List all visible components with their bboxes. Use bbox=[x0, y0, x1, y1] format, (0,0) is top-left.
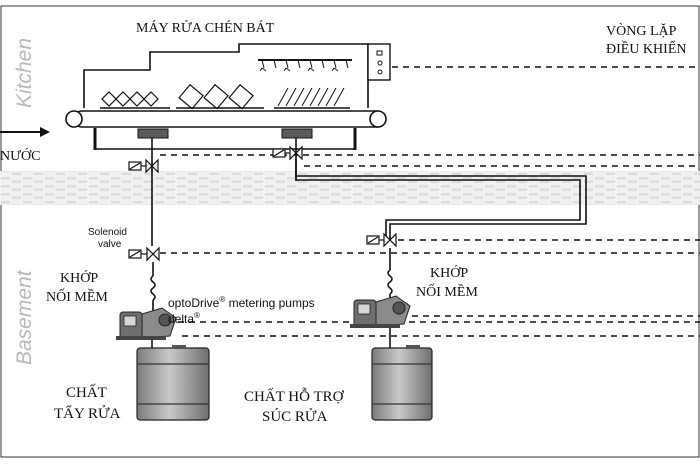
solenoid-valve-kitchen-right bbox=[272, 145, 303, 161]
pumps-label-reg2: ® bbox=[194, 311, 200, 320]
pumps-label-brand: optoDrive bbox=[168, 296, 220, 310]
pumps-label-rest: metering pumps bbox=[225, 296, 314, 310]
flex-hose-right bbox=[387, 269, 393, 295]
dish-rack-left bbox=[100, 91, 170, 109]
metering-pump-right bbox=[350, 295, 411, 328]
wash-tank-right bbox=[281, 128, 313, 139]
dishwasher-machine bbox=[0, 43, 391, 150]
hose-right-label-line1: KHỚP bbox=[430, 264, 468, 281]
wash-tank-left bbox=[137, 128, 169, 139]
control-panel bbox=[367, 43, 391, 81]
water-label: NƯỚC bbox=[0, 147, 40, 164]
control-loop-label-line2: ĐIỀU KHIỂN bbox=[606, 40, 686, 57]
solenoid-valve-kitchen-left bbox=[128, 158, 159, 174]
solenoid-valve-basement-right bbox=[366, 232, 397, 248]
chemical-drum-left bbox=[136, 345, 210, 421]
zone-label-basement: Basement bbox=[13, 269, 36, 365]
control-loop-lines bbox=[160, 66, 700, 337]
hose-left-label-line2: NỐI MỀM bbox=[46, 287, 108, 305]
hose-left-label-line1: KHỚP bbox=[60, 269, 98, 286]
machine-label: MÁY RỬA CHÉN BÁT bbox=[136, 19, 275, 36]
solenoid-valve-basement-left bbox=[128, 246, 160, 262]
chemical-drum-right bbox=[371, 345, 433, 421]
diagram-frame bbox=[0, 5, 700, 458]
conveyor-belt bbox=[65, 110, 387, 128]
metering-pump-left bbox=[116, 307, 177, 340]
zone-label-kitchen: Kitchen bbox=[13, 38, 36, 108]
pumps-label-line1: optoDrive® metering pumps bbox=[168, 295, 315, 310]
chem-right-label-line1: CHẤT HỖ TRỢ bbox=[244, 387, 345, 405]
solenoid-label-line1: Solenoid bbox=[88, 227, 127, 238]
dish-rack-right bbox=[274, 87, 350, 109]
dish-rack-middle bbox=[176, 83, 264, 110]
flex-hose-left bbox=[150, 275, 156, 301]
pumps-label-model: delta bbox=[168, 312, 194, 326]
hose-right-label-line2: NỐI MỀM bbox=[416, 282, 478, 300]
chem-right-label-line2: SÚC RỬA bbox=[262, 408, 328, 425]
pumps-label-line2: delta® bbox=[168, 311, 200, 326]
control-loop-label-line1: VÒNG LẶP bbox=[606, 22, 677, 39]
solenoid-label-line2: valve bbox=[98, 239, 122, 250]
spray-bar bbox=[258, 59, 352, 72]
dosing-pipes bbox=[150, 138, 587, 348]
chem-left-label-line2: TẨY RỬA bbox=[54, 404, 121, 422]
pumps-label-reg1: ® bbox=[219, 295, 225, 304]
chem-left-label-line1: CHẤT bbox=[66, 384, 107, 401]
water-inlet-arrow-icon bbox=[40, 127, 50, 137]
